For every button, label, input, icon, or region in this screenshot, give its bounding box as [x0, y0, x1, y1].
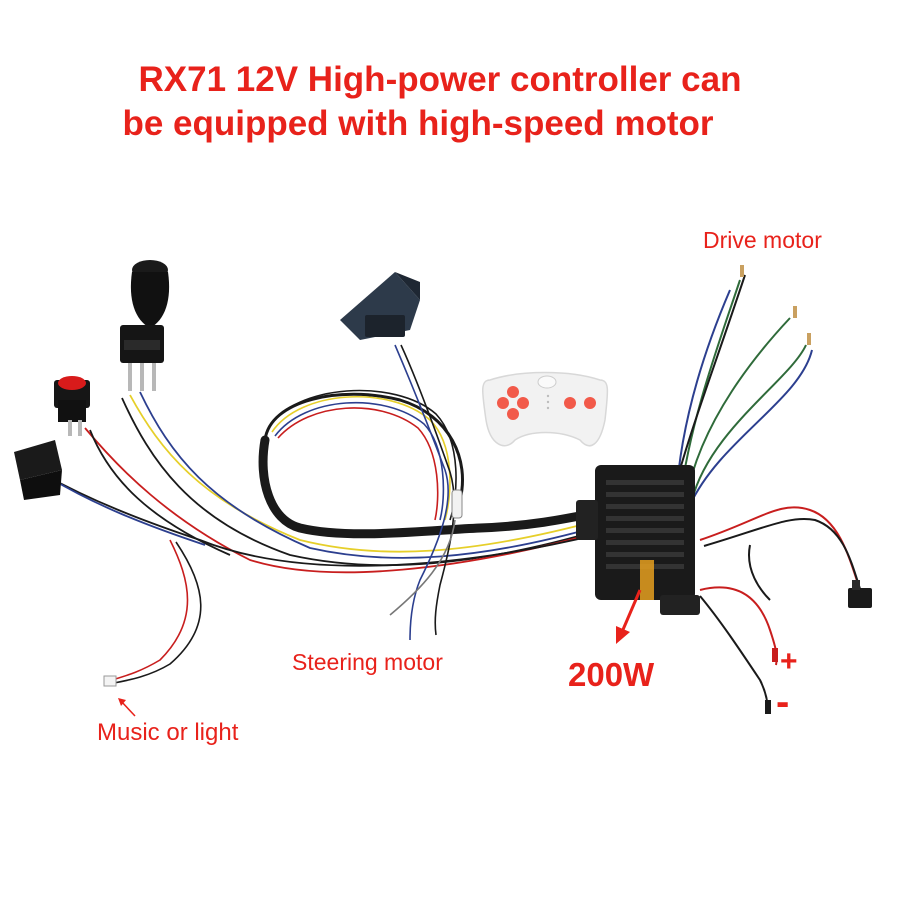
music-light-wires [111, 539, 202, 684]
harness-loop [263, 392, 464, 501]
red-push-button [54, 376, 90, 436]
power-arrow [620, 589, 642, 633]
power-rating-label: 200W [568, 656, 655, 693]
power-arrow-head [616, 626, 630, 644]
controller-box [576, 465, 700, 615]
music-light-connector [103, 675, 117, 687]
negative-lead-tip [765, 700, 771, 714]
steering-connector [451, 489, 463, 519]
rocker-switch [14, 440, 62, 500]
main-harness-cable [258, 435, 605, 539]
music-or-light-label: Music or light [97, 719, 239, 746]
headline-line-1: RX71 12V High-power controller can [138, 60, 742, 99]
music-arrow-head [118, 698, 126, 706]
headline-line-2: be equipped with high-speed motor [122, 104, 714, 143]
remote-control [482, 371, 609, 447]
steering-motor-label: Steering motor [292, 649, 443, 675]
positive-lead-tip [772, 648, 778, 662]
foot-pedal [340, 272, 420, 340]
power-switch [848, 580, 872, 608]
negative-terminal-label: - [776, 680, 790, 724]
drive-motor-label: Drive motor [703, 227, 822, 253]
steering-wires [389, 344, 456, 641]
switch-wires [44, 391, 601, 574]
gear-shift-switch [120, 260, 170, 391]
drive-wire-tips [740, 265, 811, 345]
positive-terminal-label: + [780, 645, 798, 678]
